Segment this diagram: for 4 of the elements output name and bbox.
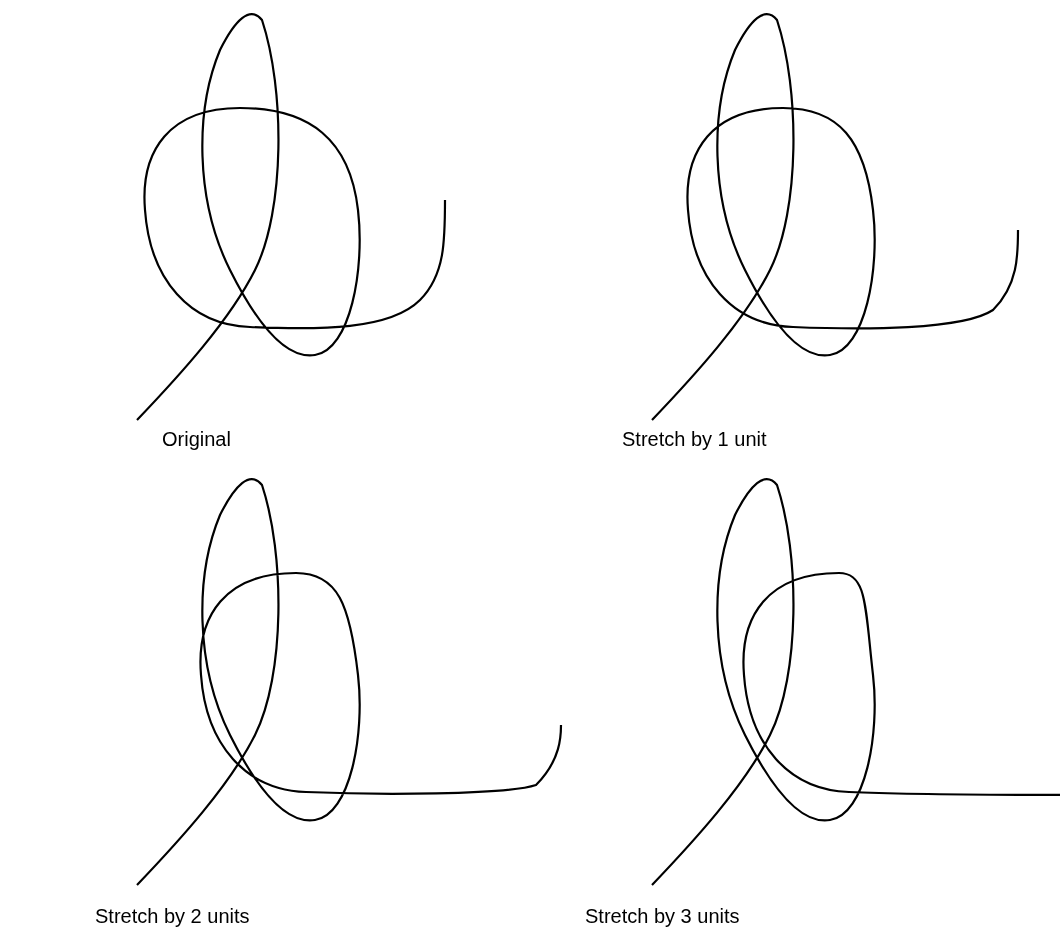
caption: Stretch by 1 unit — [622, 428, 767, 451]
caption: Original — [162, 428, 231, 451]
caption: Stretch by 3 units — [585, 905, 740, 928]
caption: Stretch by 2 units — [95, 905, 250, 928]
